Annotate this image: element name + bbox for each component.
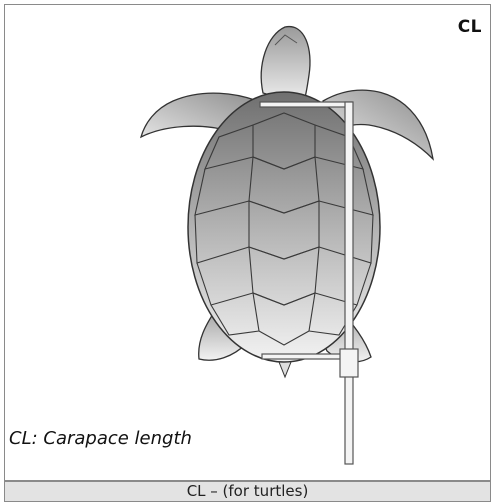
measurement-legend: CL: Carapace length xyxy=(9,428,192,449)
measurement-code: CL xyxy=(458,17,482,37)
figure-panel: CL CL: Carapace length xyxy=(4,4,491,481)
figure-caption: CL – (for turtles) xyxy=(4,481,491,502)
turtle-diagram xyxy=(5,5,490,480)
